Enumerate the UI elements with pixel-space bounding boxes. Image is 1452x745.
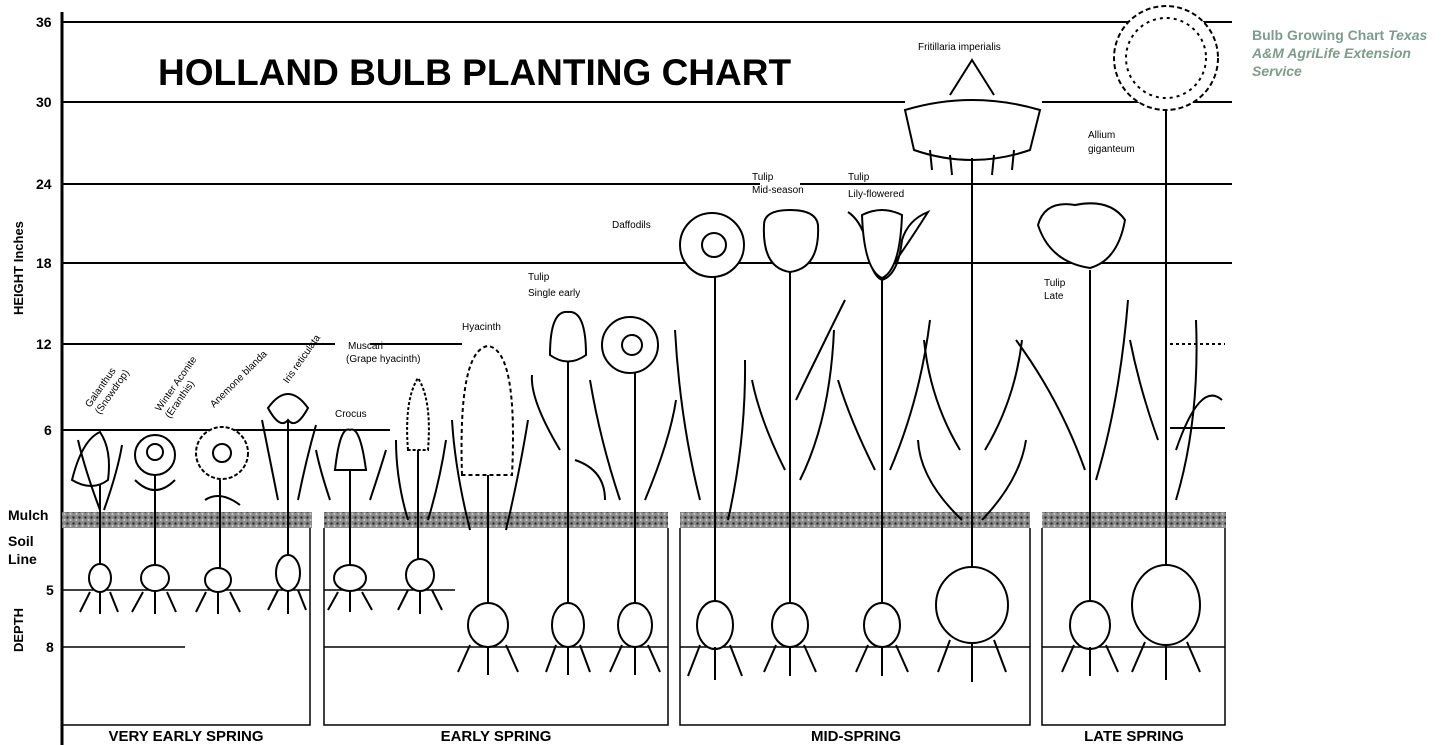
soil-label: Soil xyxy=(8,533,34,549)
height-tick-24: 24 xyxy=(36,176,52,192)
chart-caption: Bulb Growing Chart Texas A&M AgriLife Ex… xyxy=(1252,26,1448,80)
season-late-spring: LATE SPRING xyxy=(1084,728,1184,745)
height-tick-12: 12 xyxy=(36,336,52,352)
daffodil-small-illustration xyxy=(590,317,676,675)
allium-illustration xyxy=(1114,6,1222,680)
plant-label-crocus: Crocus xyxy=(335,409,367,420)
caption-title: Bulb Growing Chart xyxy=(1252,27,1384,43)
bulb-planting-chart: 36 30 24 18 12 6 5 8 Mulch Soil Line HEI… xyxy=(0,0,1232,745)
plant-label-tulip-late: Tulip xyxy=(1044,278,1066,289)
iris-illustration xyxy=(262,394,316,614)
plant-label-tulip-single-early: Tulip xyxy=(528,272,550,283)
height-tick-6: 6 xyxy=(44,422,52,438)
plant-label-daffodils: Daffodils xyxy=(612,220,651,231)
season-early-spring: EARLY SPRING xyxy=(441,728,552,745)
hyacinth-illustration xyxy=(452,346,528,675)
mulch-label: Mulch xyxy=(8,507,48,523)
plant-label-allium: Allium xyxy=(1088,130,1115,141)
season-mid-spring: MID-SPRING xyxy=(811,728,901,745)
chart-title: HOLLAND BULB PLANTING CHART xyxy=(158,52,791,93)
height-axis-label: HEIGHT Inches xyxy=(11,221,26,315)
plant-sub-tulip-late: Late xyxy=(1044,291,1064,302)
height-tick-18: 18 xyxy=(36,255,52,271)
plant-label-hyacinth: Hyacinth xyxy=(462,322,501,333)
plant-sub-muscari: (Grape hyacinth) xyxy=(346,354,420,365)
tulip-late-illustration xyxy=(1016,203,1128,676)
mulch-band xyxy=(62,512,1226,528)
plant-label-fritillaria: Fritillaria imperialis xyxy=(918,42,1001,53)
daffodil-tall-illustration xyxy=(675,213,745,680)
plant-sub-tulip-single-early: Single early xyxy=(528,288,580,299)
tulip-mid-season-illustration xyxy=(752,210,845,676)
plant-label-anemone-blanda: Anemone blanda xyxy=(208,349,270,411)
plant-label-tulip-lily-flowered: Tulip xyxy=(848,172,870,183)
depth-tick-8: 8 xyxy=(46,639,54,655)
depth-tick-5: 5 xyxy=(46,582,54,598)
plant-sub-tulip-lily-flowered: Lily-flowered xyxy=(848,189,904,200)
depth-axis-label: DEPTH xyxy=(11,608,26,652)
tulip-single-early-illustration xyxy=(532,312,605,675)
plant-label-tulip-mid-season: Tulip xyxy=(752,172,774,183)
height-tick-36: 36 xyxy=(36,14,52,30)
plant-sub-allium: giganteum xyxy=(1088,144,1135,155)
fritillaria-illustration xyxy=(905,60,1040,682)
season-very-early-spring: VERY EARLY SPRING xyxy=(108,728,263,745)
height-tick-30: 30 xyxy=(36,94,52,110)
soil-line-label: Line xyxy=(8,551,37,567)
plant-label-muscari: Muscari xyxy=(348,341,383,352)
plant-sub-tulip-mid-season: Mid-season xyxy=(752,185,804,196)
plant-label-iris-reticulata: Iris reticulata xyxy=(281,333,323,386)
tulip-lily-flowered-illustration xyxy=(838,210,930,676)
muscari-illustration xyxy=(396,378,446,614)
